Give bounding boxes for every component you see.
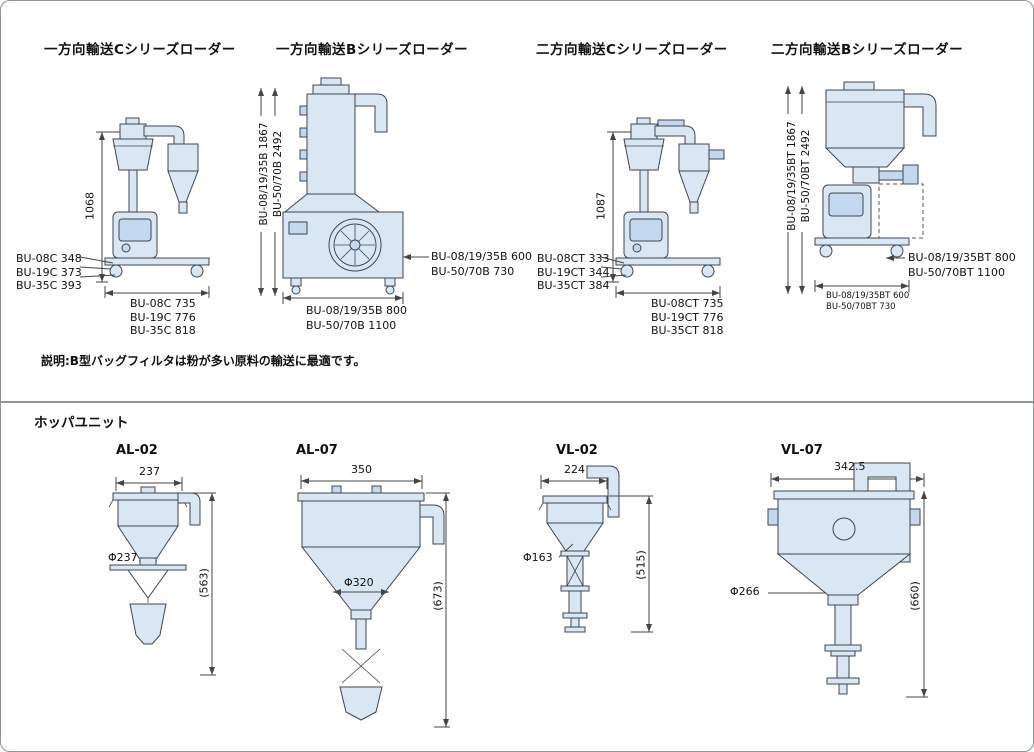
hopper-section-title: ホッパユニット (34, 415, 129, 431)
width-dimension-line (115, 477, 183, 491)
label-line: BU-08/19/35B 800 (306, 304, 408, 317)
twoway-c-loader-drawing (600, 117, 725, 298)
section-divider (1, 401, 1033, 403)
diagram-oneway-c-loader: 一方向輸送Cシリーズローダー (16, 36, 251, 366)
label-line: BU-08C 348 (16, 252, 82, 265)
label-line: BU-08CT 333 (537, 252, 610, 265)
leader-lines (600, 256, 627, 278)
hopper-machine (767, 462, 921, 695)
oneway-c-loader-drawing (79, 117, 210, 298)
width-dimension-line (300, 475, 423, 489)
label-line: BU-08/19/35B 600 (431, 250, 533, 263)
label-line: BU-35C 393 (16, 279, 82, 292)
hopper-vl07-drawing (767, 462, 928, 698)
hopper-name: VL-07 (781, 443, 823, 458)
label-line: BU-50/70BT 1100 (908, 266, 1006, 279)
label-line: BU-08/19/35BT 600 (826, 291, 910, 301)
height-dimension: (673) (431, 581, 445, 611)
hopper-machine (108, 486, 201, 645)
bottom-dimension-line (814, 280, 910, 292)
hopper-al02: AL-02 (96, 441, 231, 741)
height-dimension: BU-50/70B 2492 (272, 130, 284, 218)
diagram-title: 二方向輸送Cシリーズローダー (536, 42, 728, 58)
hopper-machine (538, 465, 620, 633)
diagram-twoway-c-loader: 二方向輸送Cシリーズローダー (521, 36, 766, 366)
height-dimension-line (906, 491, 928, 698)
hopper-vl02: VL-02 (521, 441, 671, 741)
model-depth-labels: BU-08/19/35BT 800 BU-50/70BT 1100 (908, 250, 1016, 280)
height-dimension: (563) (197, 568, 211, 598)
label-line: BU-19C 373 (16, 265, 82, 279)
height-dimension: 1087 (594, 192, 608, 220)
width-dimension: 350 (351, 463, 372, 476)
model-depth-labels: BU-08/19/35B 600 BU-50/70B 730 (431, 249, 532, 279)
oneway-b-loader-drawing (258, 77, 429, 304)
height-dimension-line (186, 492, 216, 676)
hopper-al07-drawing (297, 475, 450, 728)
diagram-title: 一方向輸送Cシリーズローダー (44, 42, 236, 58)
width-dimension: 237 (139, 465, 160, 478)
label-line: BU-19CT 776 (651, 310, 724, 324)
width-dimension-line (540, 475, 608, 489)
model-width-labels: BU-08C 735 BU-19C 776 BU-35C 818 (130, 297, 196, 338)
hopper-vl02-drawing (538, 465, 653, 633)
diagram-oneway-b-loader: 一方向輸送Bシリーズローダー (251, 36, 532, 366)
hopper-name: VL-02 (556, 443, 598, 458)
model-height-labels: BU-08CT 333 BU-19CT 344 BU-35CT 384 (537, 252, 610, 293)
diagram-title: 二方向輸送Bシリーズローダー (771, 42, 964, 58)
note-text: 説明:B型バッグフィルタは粉が多い原料の輸送に最適です。 (41, 354, 366, 368)
leader-lines (79, 256, 116, 278)
model-width-labels: BU-08CT 735 BU-19CT 776 BU-35CT 818 (651, 297, 723, 338)
twoway-b-loader-drawing (785, 81, 937, 294)
label-line: BU-35C 818 (130, 324, 196, 337)
label-line: BU-19C 776 (130, 310, 196, 324)
diameter-dimension: Φ320 (344, 576, 374, 589)
model-height-labels: BU-08C 348 BU-19C 373 BU-35C 393 (16, 252, 82, 293)
diameter-dimension: Φ266 (730, 585, 760, 598)
model-width-labels: BU-08/19/35B 800 BU-50/70B 1100 (306, 303, 407, 333)
bottom-dimension-line (282, 292, 404, 304)
hopper-vl07: VL-07 (716, 441, 941, 741)
vertical-dimension-lines (258, 88, 278, 296)
height-dimension: BU-08/19/35B 1867 (258, 122, 270, 226)
label-line: BU-50/70BT 730 (826, 302, 896, 312)
width-dimension: 342.5 (834, 460, 866, 473)
height-dimension-line (426, 492, 450, 728)
label-line: BU-35CT 818 (651, 324, 724, 337)
height-dimension: (515) (634, 550, 648, 580)
loader-machine (615, 117, 725, 278)
hopper-machine (297, 485, 445, 721)
bottom-dimension-line (104, 286, 210, 298)
loader-machine (104, 117, 210, 278)
diagram-title: 一方向輸送Bシリーズローダー (276, 42, 469, 58)
height-dimension: BU-08/19/35BT 1867 (786, 121, 798, 231)
height-dimension-line (609, 495, 653, 633)
label-line: BU-35CT 384 (537, 279, 610, 292)
diagram-twoway-b-loader: 二方向輸送Bシリーズローダー (766, 36, 1031, 366)
vertical-dimension-lines (785, 86, 805, 294)
label-line: BU-08/19/35BT 800 (908, 251, 1016, 264)
hopper-name: AL-07 (296, 443, 338, 458)
height-dimension: BU-50/70BT 2492 (800, 129, 812, 223)
right-leader-arrow (886, 255, 905, 261)
label-line: BU-50/70B 730 (431, 265, 515, 278)
label-line: BU-08CT 735 (651, 297, 724, 310)
label-line: BU-08C 735 (130, 297, 196, 310)
hopper-al07: AL-07 (276, 441, 456, 741)
bottom-dimension-line (615, 286, 721, 298)
hopper-al02-drawing (108, 477, 216, 676)
right-leader-arrow (403, 254, 429, 260)
label-line: BU-50/70B 1100 (306, 319, 397, 332)
model-width-labels: BU-08/19/35BT 600 BU-50/70BT 730 (826, 291, 909, 313)
diameter-dimension: Φ237 (108, 551, 138, 564)
diameter-dimension: Φ163 (523, 551, 553, 564)
label-line: BU-19CT 344 (537, 265, 610, 279)
height-dimension: (660) (908, 581, 922, 611)
bagfilter-machine (814, 81, 937, 258)
hopper-name: AL-02 (116, 443, 158, 458)
height-dimension: 1068 (83, 192, 97, 220)
bagfilter-machine (282, 77, 404, 295)
width-dimension: 224 (564, 463, 585, 476)
